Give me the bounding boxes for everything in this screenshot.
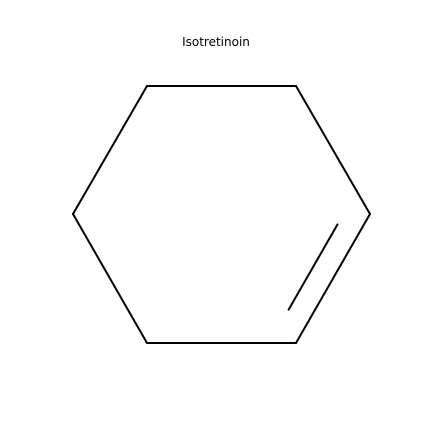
bond-4-5 — [72, 213, 148, 344]
bond-layer — [72, 85, 371, 344]
molecule-title: Isotretinoin — [182, 35, 250, 49]
bond-2-3 — [295, 213, 371, 344]
bond-1-2 — [295, 85, 371, 215]
double-bond-inner-2-3 — [287, 223, 339, 311]
bond-5-0 — [72, 85, 148, 215]
